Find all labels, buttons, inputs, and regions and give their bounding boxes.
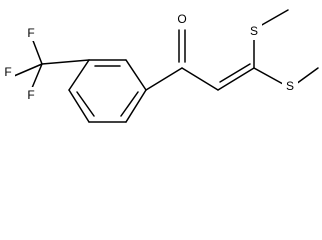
- oxygen-atom-label: O: [177, 12, 186, 26]
- ring-bond: [125, 59, 147, 91]
- side-chain: [145, 9, 319, 91]
- fluorine-atom-label: F: [4, 65, 11, 79]
- sulfur-methyl-bond: [259, 9, 289, 27]
- carbon-fluorine-bond: [31, 37, 43, 65]
- alkene-double-bond: [217, 67, 255, 91]
- fluorine-atom-label: F: [27, 88, 34, 102]
- ring-bond: [125, 89, 147, 123]
- carbon-fluorine-bond: [13, 63, 43, 77]
- ring-to-carbonyl-bond: [145, 67, 183, 91]
- fluorine-atom-label: F: [27, 26, 34, 40]
- carbon-fluorine-bond: [31, 63, 43, 89]
- atom-labels: O S S F F F: [1, 10, 298, 103]
- chemical-structure: O S S F F F: [1, 9, 319, 123]
- carbon-sulfur-bond: [253, 67, 284, 85]
- trifluoromethyl-group: [13, 37, 90, 89]
- carbonyl-to-alkene-bond: [181, 67, 219, 91]
- ring-double-bond: [76, 91, 95, 117]
- ring-bond: [68, 59, 90, 91]
- ring-bond: [68, 89, 90, 123]
- sulfur-atom-label: S: [286, 79, 294, 93]
- ring-double-bond: [120, 91, 139, 117]
- sulfur-methyl-bond: [295, 67, 319, 85]
- sulfur-atom-label: S: [250, 24, 258, 38]
- ring-to-cf3-bond: [41, 59, 90, 65]
- benzene-ring: [68, 59, 147, 123]
- alkene-double-bond: [219, 63, 251, 83]
